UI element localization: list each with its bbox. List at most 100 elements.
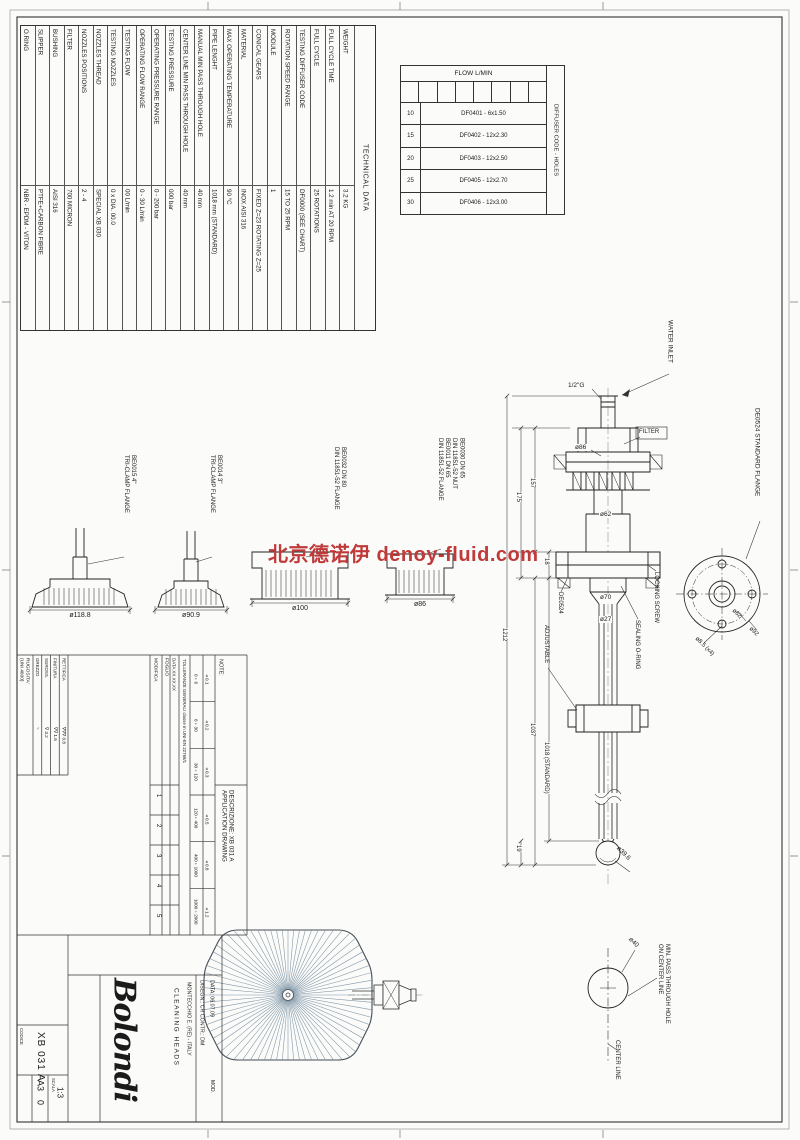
title-block-lines: [17, 654, 248, 1122]
locking-screw-label: LOCKING SCREW: [653, 572, 660, 624]
technical-value: INOX AISI 316: [239, 189, 247, 230]
dimension-ticks: [27, 393, 552, 868]
modifica-number: 4: [155, 884, 162, 888]
rugosita-symbol: ∇∇ 1.6: [52, 727, 58, 741]
sheet-size: A3: [35, 1080, 46, 1092]
diffuser-code: DF0403 - 12x2.50: [459, 155, 508, 162]
flange4-diameter: ø86: [413, 601, 427, 608]
flange3-label: BE0032 DN 80 DIN 11851-52 FLANGE: [332, 447, 346, 510]
tolerance-range: 400÷1000: [193, 853, 199, 877]
center-line-label: CENTER LINE: [614, 1040, 621, 1080]
dim-1018-standard: 1018 (STANDARD): [541, 742, 551, 794]
flange3-type: DIN 11851-52 FLANGE: [333, 447, 340, 510]
technical-row: MATERIAL INOX AISI 316: [238, 26, 254, 330]
flow-value: 10: [401, 103, 421, 125]
rugosita-label: GREZZO: [35, 658, 41, 677]
technical-label: PIPE LENGHT: [209, 26, 224, 186]
drawing-code: XB 031 A: [34, 1032, 46, 1082]
flange4-type1: DIN 11851-52 NUT: [451, 438, 458, 489]
tolerance-range: 120÷400: [193, 808, 199, 829]
flow-value: 15: [401, 125, 421, 147]
technical-label: NOZZLES THREAD: [93, 26, 108, 186]
flange4-code1: BE0030 DN 65: [458, 438, 465, 479]
technical-label: FULL CYCLE: [311, 26, 325, 186]
water-inlet-label: WATER INLET: [666, 320, 674, 363]
dia-70-label: ø70: [599, 594, 613, 601]
flow-table-title: FLOW L/MIN: [401, 66, 546, 82]
flange1-label: BE0015 4" TRI-CLAMP FLANGE: [122, 455, 136, 513]
dimension-lines: [29, 395, 599, 866]
diffuser-code: DF0405 - 12x2.70: [459, 177, 508, 184]
tolerance-range: 30÷120: [193, 763, 199, 781]
rugosita-label: FINITURA: [52, 658, 58, 679]
min-pass-label: MIN. PASS THROUGH HOLE ON CENTER LINE: [656, 944, 670, 1024]
dim-1037: 1037: [527, 723, 537, 737]
technical-label: TESTING PRESSURE: [166, 26, 180, 186]
tolerance-value: ±0.1: [204, 672, 210, 684]
technical-label: TESTING NOZZLES: [108, 26, 122, 186]
flow-value: 30: [401, 192, 421, 215]
flow-side-header: DIFFUSER CODE - HOLES: [546, 66, 564, 214]
flange3-diameter: ø100: [292, 605, 308, 612]
flange-circular-view: [676, 548, 768, 640]
nozzle-body: [373, 984, 384, 1006]
flange1-type: TRI-CLAMP FLANGE: [123, 455, 130, 513]
technical-value: 90 °C: [225, 189, 233, 205]
company-logo: Bolondi: [106, 978, 142, 1102]
disegn-contr: DISEGN.: CR CONTR.: DM: [198, 980, 205, 1046]
technical-value: 0 - 30 L/min: [138, 189, 146, 222]
rugosita-symbol: ∇ 3.2: [44, 727, 50, 738]
rugosita-symbol: ~: [35, 727, 41, 730]
technical-label: O.RING: [21, 26, 35, 186]
spray-lines: [204, 930, 372, 1060]
technical-label: MATERIAL: [238, 26, 253, 186]
tolerance-value: ±0.2: [204, 719, 210, 731]
technical-label: BUSHING: [50, 26, 64, 186]
tolerance-value: ±1.2: [204, 906, 210, 918]
modifica-header: MODIFICA: [152, 658, 158, 682]
standard-flange-label: DE0524 STANDARD FLANGE: [753, 408, 761, 497]
assembly-drawing: [553, 388, 668, 885]
tolerance-value: ±0.8: [204, 859, 210, 871]
technical-value: 0 - 200 bar: [152, 189, 160, 219]
dim-157: 157: [527, 478, 537, 489]
tolerance-range: 1000÷2000: [193, 898, 199, 925]
technical-value: PTFE+CARBON FIBRE: [36, 189, 44, 255]
dim-18: 18: [541, 558, 551, 565]
flange4-label: BE0030 DN 65 DIN 11851-52 NUT BE0011 DN …: [436, 438, 464, 501]
technical-value: 2 - 4: [80, 189, 88, 202]
inlet-thread-label: 1/2"G: [568, 382, 585, 389]
modifica-number: 5: [155, 914, 162, 918]
min-pass-line2: ON CENTER LINE: [657, 944, 664, 995]
technical-label: CONICAL GEARS: [253, 26, 267, 186]
tolerance-range: 0÷6: [193, 674, 199, 685]
flange-hatch: [43, 570, 440, 605]
sealing-oring-label: SEALING O-RING: [634, 620, 641, 670]
revision: 0: [35, 1100, 46, 1106]
tolerance-range: 6÷30: [193, 719, 199, 732]
modifica-number: 2: [155, 824, 162, 828]
technical-label: TESTING FLOW: [122, 26, 137, 186]
foglio-header: FOGLIO: [163, 658, 169, 677]
codice-label: CODICE: [19, 1028, 25, 1045]
